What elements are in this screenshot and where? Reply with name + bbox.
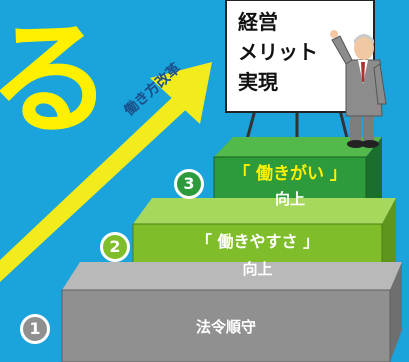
step-badge-1: 1 xyxy=(20,314,50,344)
step3-subtitle: 向上 xyxy=(274,190,305,208)
decor-character: る xyxy=(0,8,113,152)
board-line-3: 実現 xyxy=(238,70,278,94)
businessman-figure xyxy=(330,30,387,148)
arrow-graphic xyxy=(0,62,212,282)
board-line-1: 経営 xyxy=(238,10,278,34)
step2-title: 「 働きやすさ 」 xyxy=(195,232,320,251)
step2-subtitle: 向上 xyxy=(242,260,273,278)
step3-title: 「 働きがい 」 xyxy=(233,164,347,184)
step1-block xyxy=(61,262,402,362)
board-line-2: メリット xyxy=(238,40,318,64)
step1-title: 法令順守 xyxy=(195,318,256,336)
step-badge-3: 3 xyxy=(174,169,204,199)
step-badge-2: 2 xyxy=(100,232,130,262)
